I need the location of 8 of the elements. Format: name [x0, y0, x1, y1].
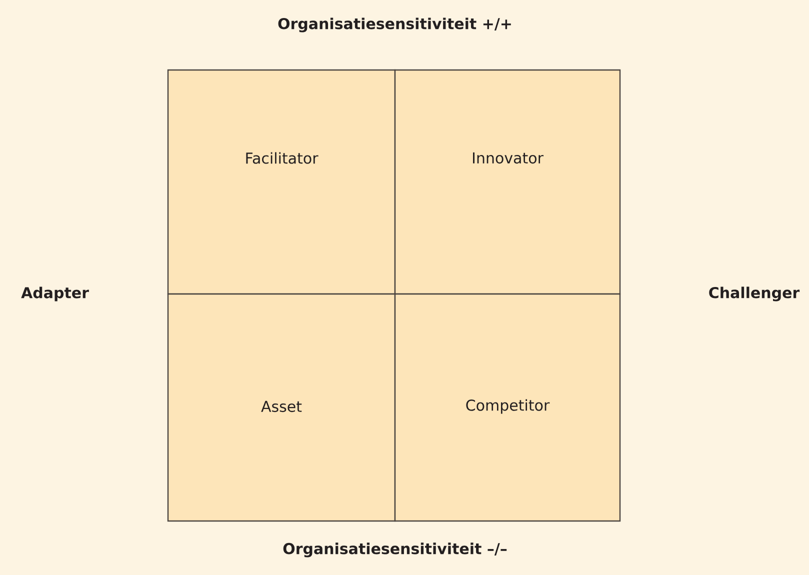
- quadrant-box: Asset: [167, 293, 396, 522]
- axis-label: Organisatiesensitiviteit –/–: [283, 542, 507, 558]
- quadrant-box: Facilitator: [167, 69, 396, 295]
- axis-label: Challenger: [709, 286, 800, 302]
- axis-label: Organisatiesensitiviteit +/+: [278, 18, 511, 32]
- quadrant-box: Competitor: [394, 293, 621, 522]
- axis-label: Adapter: [21, 286, 89, 302]
- quadrant-box: Innovator: [394, 69, 621, 295]
